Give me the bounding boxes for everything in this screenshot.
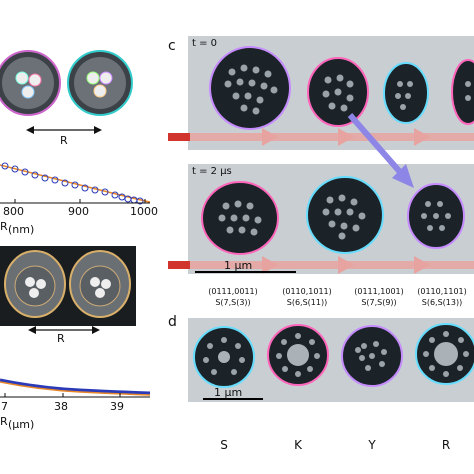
left-bottom-r-label: R: [57, 332, 65, 345]
decay-curve: [0, 162, 151, 205]
c-scalebar-label: 1 μm: [224, 259, 253, 272]
c-t1-red-bar: [168, 261, 190, 269]
droplet-left: [0, 50, 61, 116]
left-top-graphic: [0, 50, 151, 205]
left-bottom-panel: R 7 38 39 R(μm): [0, 240, 165, 474]
confined-droplet-left: [4, 250, 66, 318]
left-bottom-xtick-1: 7: [1, 400, 8, 413]
c-t0-label: t = 0: [192, 38, 218, 49]
left-bottom-xlabel: R(μm): [0, 415, 35, 431]
d-droplet-R: [415, 323, 474, 385]
panel-letter-d: d: [168, 314, 177, 330]
left-top-xtick-3: 1000: [130, 205, 158, 218]
left-bottom-xtick-2: 38: [54, 400, 68, 413]
left-top-xlabel: R(nm): [0, 220, 35, 236]
left-top-panel: R 800 900 1000 R(nm): [0, 0, 165, 236]
left-top-r-label: R: [60, 134, 68, 147]
code-label-2: (0110,1011)S(6,S(11)): [282, 287, 332, 307]
panel-c-frame-t1: [188, 164, 474, 274]
panel-letter-c: c: [168, 38, 176, 54]
r-arrow-bottom: [28, 326, 100, 334]
decay-curve-bottom: [0, 378, 151, 396]
left-bottom-graphic: [0, 246, 151, 398]
d-droplet-K: [267, 324, 329, 386]
confined-droplet-right: [69, 250, 131, 318]
d-letter-Y: Y: [368, 438, 376, 452]
c-t0-red-bar: [168, 133, 190, 141]
left-bottom-xtick-3: 39: [110, 400, 124, 413]
d-letter-R: R: [441, 438, 451, 452]
left-top-xtick-1: 800: [3, 205, 24, 218]
r-arrow: [26, 126, 102, 134]
droplet-right: [67, 50, 133, 116]
code-label-1: (0111,0011)S(7,S(3)): [208, 287, 258, 307]
code-label-3: (0111,1001)S(7,S(9)): [354, 287, 404, 307]
panel-c-frame-t0: [188, 36, 474, 150]
d-droplet-Y: [341, 325, 403, 387]
code-label-4: (0110,1101)S(6,S(13)): [417, 287, 467, 307]
d-letter-K: K: [294, 438, 302, 452]
d-droplet-S: [193, 326, 255, 388]
d-letter-S: S: [220, 438, 228, 452]
c-t1-label: t = 2 μs: [192, 166, 232, 177]
d-scalebar-label: 1 μm: [214, 386, 243, 399]
left-top-xtick-2: 900: [68, 205, 89, 218]
